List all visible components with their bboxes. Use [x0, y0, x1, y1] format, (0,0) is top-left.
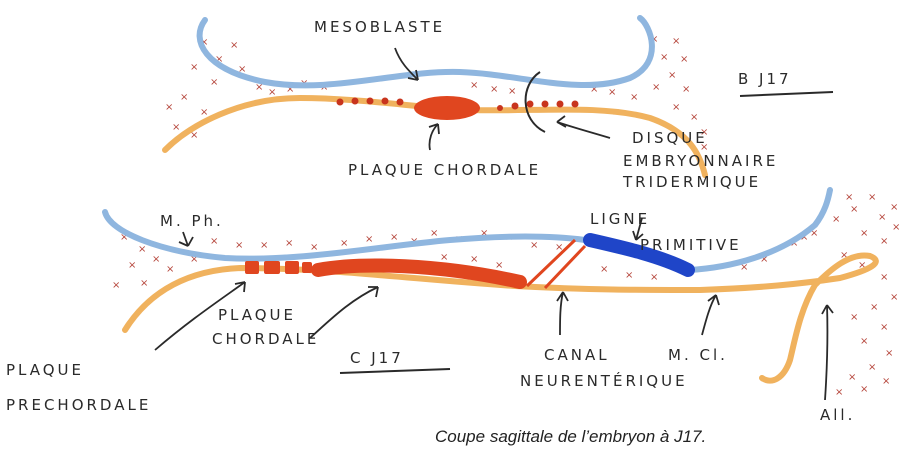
- mesoderm-cross: ×: [625, 270, 633, 281]
- label-mesoblaste: MESOBLASTE: [314, 18, 445, 36]
- label-canal-l1: CANAL: [544, 346, 610, 364]
- mesoderm-cross: ×: [672, 102, 680, 113]
- label-bj17: B J17: [738, 70, 792, 88]
- mesoderm-cross: ×: [190, 62, 198, 73]
- mesoderm-cross: ×: [508, 86, 516, 97]
- label-cj17: C J17: [350, 349, 404, 367]
- mesoderm-cross: ×: [850, 312, 858, 323]
- mesoderm-cross: ×: [440, 252, 448, 263]
- mesoderm-cross: ×: [490, 84, 498, 95]
- mesoderm-cross: ×: [860, 336, 868, 347]
- diagram-b: ×××××××××××××××××××××××××××××××××× MESOB…: [165, 18, 833, 191]
- cj17-underline: [340, 369, 450, 373]
- label-plaque-chordale-b: PLAQUE CHORDALE: [348, 161, 541, 179]
- mesoderm-cross: ×: [470, 80, 478, 91]
- mesoderm-cross: ×: [860, 384, 868, 395]
- mesoderm-cross: ×: [870, 302, 878, 313]
- mesoderm-cross: ×: [260, 240, 268, 251]
- label-plaque-chordale-c-l2: CHORDALE: [212, 330, 319, 348]
- mesoderm-cross: ×: [892, 222, 900, 233]
- mesoderm-crosses-b: ××××××××××××××××××××××××××××××××××: [165, 34, 708, 153]
- mesoderm-cross: ×: [285, 238, 293, 249]
- mesoderm-cross: ×: [850, 204, 858, 215]
- mesoderm-cross: ×: [210, 236, 218, 247]
- mesoderm-cross: ×: [848, 372, 856, 383]
- mesoderm-cross: ×: [235, 240, 243, 251]
- mesoderm-cross: ×: [530, 240, 538, 251]
- mesoderm-cross: ×: [200, 107, 208, 118]
- label-plaque-prechordale-l2: PRECHORDALE: [6, 396, 151, 414]
- mesoderm-cross: ×: [690, 112, 698, 123]
- mesoderm-cross: ×: [652, 82, 660, 93]
- mesoderm-cross: ×: [882, 376, 890, 387]
- mesoderm-cross: ×: [180, 92, 188, 103]
- mesoderm-cross: ×: [860, 228, 868, 239]
- label-disque-l2: EMBRYONNAIRE: [623, 152, 778, 170]
- mesoderm-cross: ×: [138, 244, 146, 255]
- mesoderm-cross: ×: [600, 264, 608, 275]
- mesoderm-cross: ×: [166, 264, 174, 275]
- label-mcl: M. Cl.: [668, 346, 728, 364]
- mesoderm-cross: ×: [495, 260, 503, 271]
- mesoderm-cross: ×: [868, 192, 876, 203]
- mesoderm-cross: ×: [608, 87, 616, 98]
- mesoderm-cross: ×: [890, 292, 898, 303]
- mesoderm-cross: ×: [672, 36, 680, 47]
- label-all: All.: [820, 406, 855, 424]
- label-ligne: LIGNE: [590, 210, 650, 228]
- mesoderm-cross: ×: [682, 84, 690, 95]
- mesoderm-cross: ×: [128, 260, 136, 271]
- mesoderm-cross: ×: [880, 272, 888, 283]
- mesoderm-crosses-c: × × × × × × × × × × × × × × × × × × × × × × × × × × × × × × × × × × × × × × × ×…: [112, 192, 900, 398]
- mesoderm-cross: ×: [845, 192, 853, 203]
- bj17-underline: [740, 92, 833, 96]
- mesoderm-cross: ×: [868, 362, 876, 373]
- mesoderm-cross: ×: [310, 242, 318, 253]
- mesoderm-cross: ×: [152, 254, 160, 265]
- mesoderm-cross: ×: [140, 278, 148, 289]
- mesoderm-cross: ×: [835, 387, 843, 398]
- mesoderm-cross: ×: [832, 214, 840, 225]
- label-disque-l3: TRIDERMIQUE: [622, 173, 761, 191]
- label-plaque-prechordale-l1: PLAQUE: [6, 361, 84, 379]
- mesoderm-cross: ×: [430, 228, 438, 239]
- label-disque-l1: DISQUE: [632, 129, 708, 147]
- mesoderm-cross: ×: [680, 54, 688, 65]
- mesoderm-cross: ×: [390, 232, 398, 243]
- diagram-c: × × × × × × × × × × × × × × × × × × × × × × × × × × × × × × × × × × × × × × × ×…: [6, 190, 900, 424]
- label-primitive: PRIMITIVE: [640, 236, 742, 254]
- mesoderm-cross: ×: [112, 280, 120, 291]
- ectoderm-layer-c-right: [688, 190, 830, 270]
- label-canal-l2: NEURENTÉRIQUE: [520, 371, 688, 390]
- label-plaque-chordale-c-l1: PLAQUE: [218, 306, 296, 324]
- mesoderm-cross: ×: [470, 254, 478, 265]
- mesoderm-cross: ×: [210, 77, 218, 88]
- mesoderm-cross: ×: [885, 348, 893, 359]
- mesoderm-cross: ×: [880, 236, 888, 247]
- label-mph: M. Ph.: [160, 212, 224, 230]
- mesoderm-cross: ×: [668, 70, 676, 81]
- mesoderm-cross: ×: [340, 238, 348, 249]
- mesoderm-cross: ×: [660, 52, 668, 63]
- figure-caption: Coupe sagittale de l’embryon à J17.: [435, 427, 706, 446]
- mesoderm-cross: ×: [165, 102, 173, 113]
- mesoderm-cross: ×: [268, 87, 276, 98]
- mesoderm-cross: ×: [365, 234, 373, 245]
- mesoderm-cross: ×: [880, 322, 888, 333]
- mesoderm-cross: ×: [890, 202, 898, 213]
- plaque-chordale-b: [414, 96, 480, 120]
- mesoderm-cross: ×: [878, 212, 886, 223]
- mesoderm-cross: ×: [172, 122, 180, 133]
- mesoderm-cross: ×: [230, 40, 238, 51]
- mesoderm-cross: ×: [630, 92, 638, 103]
- mesoderm-cross: ×: [650, 272, 658, 283]
